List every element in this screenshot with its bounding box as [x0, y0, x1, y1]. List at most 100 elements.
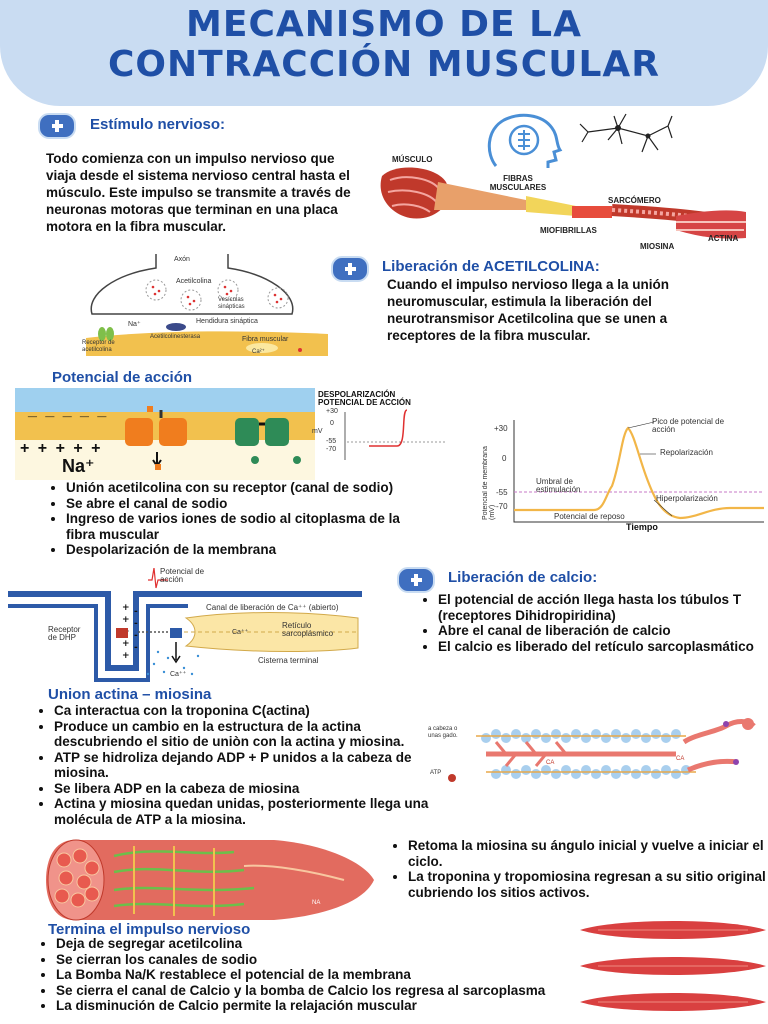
label-ca-fig1: CA — [546, 760, 555, 766]
label-ca: Ca²⁺ — [252, 349, 265, 355]
plus-badge-icon — [38, 113, 76, 139]
muscle-fiber-figure — [46, 839, 374, 921]
action-potential-graph — [513, 420, 764, 523]
graph-label-reposo: Potencial de reposo — [554, 512, 625, 521]
plus-badge-icon — [331, 256, 369, 282]
list-item: La Bomba Na/K restablece el potencial de… — [56, 967, 596, 983]
list-item: Se cierran los canales de sodio — [56, 952, 596, 968]
list-item: El calcio es liberado del retículo sarco… — [438, 639, 768, 655]
svg-text:+: + — [122, 615, 130, 625]
title-banner — [0, 0, 768, 106]
synapse-figure — [86, 254, 328, 356]
graph-label-hiper: Hiperpolarización — [656, 494, 718, 503]
label-receptor: Receptor de acetilcolina — [82, 340, 115, 353]
list-item: Actina y miosina quedan unidas, posterio… — [54, 796, 450, 827]
label-acetilcolinesterasa: Acetilcolinesterasa — [150, 334, 201, 340]
list-item: Se cierra el canal de Calcio y la bomba … — [56, 983, 596, 999]
list-item: La troponina y tropomiosina regresan a s… — [408, 869, 768, 900]
svg-text:+: + — [122, 603, 130, 613]
label-reticulo: Retículo sarcoplásmico — [282, 621, 334, 638]
section-heading-calcio: Liberación de calcio: — [448, 569, 598, 586]
termina-bullets: Deja de segregar acetilcolina Se cierran… — [38, 936, 596, 1014]
label-potencial-calcio: Potencial de acción — [160, 567, 205, 584]
sodium-ion-label: Na⁺ — [62, 456, 95, 476]
label-despol2: POTENCIAL DE ACCIÓN — [318, 398, 411, 407]
list-item: Se libera ADP en la cabeza de miosina — [54, 781, 450, 797]
graph-tick-55: -55 — [496, 488, 508, 497]
potencial-bullets: Unión acetilcolina con su receptor (cana… — [48, 480, 406, 558]
list-item: Ca interactua con la troponina C(actina) — [54, 703, 450, 719]
label-ca-reticulo: Ca⁺⁺ — [232, 629, 249, 636]
calcio-bullets: El potencial de acción llega hasta los t… — [420, 592, 768, 654]
graph-label-repol: Repolarización — [660, 448, 713, 457]
list-item: El potencial de acción llega hasta los t… — [438, 592, 768, 623]
label-musculo: MÚSCULO — [392, 155, 433, 164]
list-item: Ingreso de varios iones de sodio al cito… — [66, 511, 406, 542]
actin-myosin-figure — [448, 718, 756, 782]
label-acetilcolina: Acetilcolina — [176, 278, 212, 285]
estimulo-text: Todo comienza con un impulso nervioso qu… — [46, 151, 351, 234]
label-canal: Canal de liberación de Ca⁺⁺ (abierto) — [206, 603, 339, 612]
neuron-illustration — [579, 113, 673, 153]
tick-0: 0 — [330, 420, 334, 427]
label-actina: ACTINA — [708, 234, 739, 243]
label-sarcomero: SARCÓMERO — [608, 196, 661, 205]
graph-ylabel: Potencial de membrana (mV) — [482, 446, 496, 520]
svg-text:+: + — [122, 651, 130, 661]
page-title-line1: MECANISMO DE LA — [186, 4, 582, 45]
label-na: Na⁺ — [128, 321, 141, 328]
label-despol1: DESPOLARIZACIÓN — [318, 390, 396, 399]
section-heading-termina: Termina el impulso nervioso — [48, 921, 251, 938]
label-atp: ATP — [430, 770, 442, 776]
label-receptor-dhp: Receptor de DHP — [48, 625, 81, 642]
retoma-bullets: Retoma la miosina su ángulo inicial y vu… — [390, 838, 768, 900]
section-heading-acetilcolina: Liberación de ACETILCOLINA: — [382, 258, 600, 275]
graph-tick-70: -70 — [496, 502, 508, 511]
label-ca-fig2: CA — [676, 756, 685, 762]
tick-55: -55 — [326, 438, 337, 445]
section-heading-union: Union actina – miosina — [48, 686, 212, 703]
svg-text:-: - — [134, 631, 138, 641]
list-item: La disminución de Calcio permite la rela… — [56, 998, 596, 1014]
label-fibras: FIBRAS MUSCULARES — [489, 174, 547, 192]
svg-text:-: - — [134, 607, 138, 617]
list-item: Despolarización de la membrana — [66, 542, 406, 558]
label-na-fiber: NA — [312, 900, 321, 906]
acetilcolina-text: Cuando el impulso nervioso llega a la un… — [387, 277, 670, 343]
list-item: Abre el canal de liberación de calcio — [438, 623, 768, 639]
graph-label-umbral: Umbral de estimulación — [536, 477, 581, 494]
graph-tick-0: 0 — [502, 454, 507, 463]
list-item: ATP se hidroliza dejando ADP + P unidos … — [54, 750, 450, 781]
svg-text:-: - — [134, 619, 138, 629]
list-item: Produce un cambio en la estructura de la… — [54, 719, 450, 750]
label-fibra: Fibra muscular — [242, 336, 289, 343]
muscle-anatomy-figure — [380, 167, 746, 239]
label-cisterna: Cisterna terminal — [258, 656, 319, 665]
label-cabeza: a cabeza o unas gado. — [428, 726, 458, 739]
section-heading-estimulo: Estímulo nervioso: — [90, 116, 226, 133]
label-miosina: MIOSINA — [640, 242, 675, 251]
label-hendidura: Hendidura sináptica — [196, 318, 258, 325]
svg-text:-: - — [134, 643, 138, 653]
list-item: Retoma la miosina su ángulo inicial y vu… — [408, 838, 768, 869]
list-item: Se abre el canal de sodio — [66, 496, 406, 512]
brain-head-icon — [487, 113, 563, 168]
page-title-line2: CONTRACCIÓN MUSCULAR — [108, 44, 660, 85]
plus-badge-icon — [397, 567, 435, 593]
section-heading-potencial: Potencial de acción — [52, 369, 193, 386]
label-vesiculas: Vesículas sinápticas — [218, 297, 245, 310]
calcium-release-figure: +++++ ---- — [8, 568, 362, 682]
relaxed-muscles-figure — [580, 921, 766, 1011]
list-item: Unión acetilcolina con su receptor (cana… — [66, 480, 406, 496]
graph-label-pico: Pico de potencial de acción — [652, 417, 725, 434]
membrane-plus-signs: + + + + + — [20, 440, 103, 457]
label-miofibrillas: MIOFIBRILLAS — [540, 226, 597, 235]
tick-70: -70 — [326, 446, 337, 453]
tick-30: +30 — [326, 408, 338, 415]
svg-text:+: + — [122, 639, 130, 649]
label-mv: mV — [312, 428, 323, 435]
graph-xlabel: Tiempo — [626, 522, 658, 532]
sodium-channel-figure — [15, 388, 449, 480]
label-ca-liberado: Ca⁺⁺ — [170, 671, 187, 678]
membrane-minus-signs: _ _ _ _ _ — [28, 402, 109, 419]
